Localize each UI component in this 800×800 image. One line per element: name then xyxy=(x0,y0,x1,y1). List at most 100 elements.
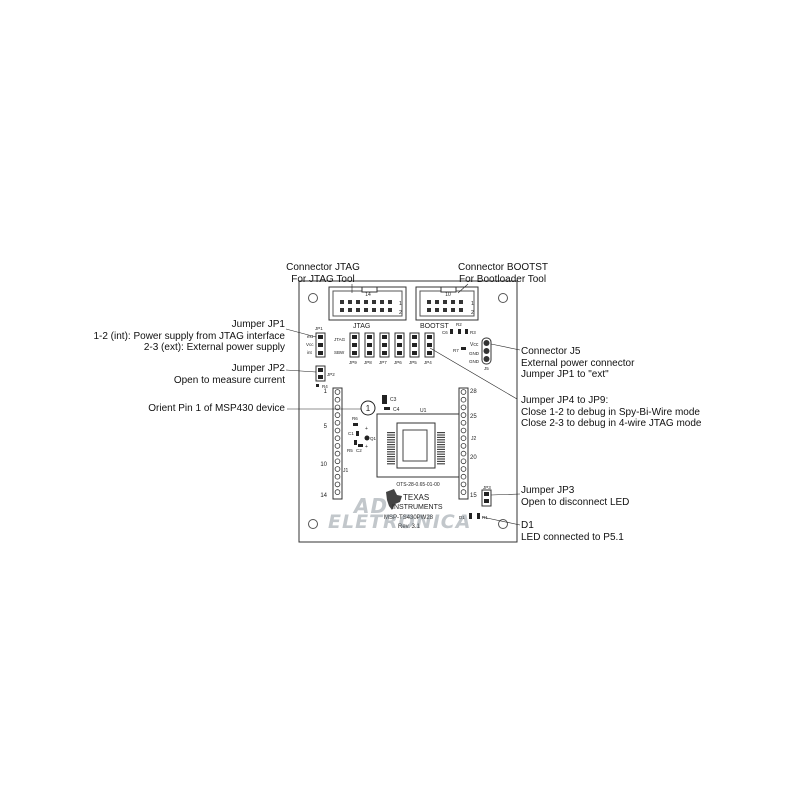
pin-pad xyxy=(460,389,467,395)
header-pin xyxy=(356,308,360,312)
svg-text:10: 10 xyxy=(320,462,327,468)
socket-pin xyxy=(387,463,395,465)
header-pin xyxy=(443,300,447,304)
pin-pad xyxy=(460,458,467,465)
socket-pin xyxy=(387,434,395,436)
header-pin xyxy=(451,308,455,312)
header-bootst-label: BOOTST xyxy=(420,323,450,330)
svg-text:R5: R5 xyxy=(347,448,353,453)
socket-pin xyxy=(387,439,395,441)
jumper-pin xyxy=(382,335,387,339)
header-pin xyxy=(348,308,352,312)
svg-text:+: + xyxy=(365,426,368,432)
svg-text:JTAG: JTAG xyxy=(334,337,346,342)
bootst-pin-2: 2 xyxy=(471,310,474,316)
pin-pad xyxy=(334,396,341,403)
pin-pad xyxy=(460,450,467,457)
svg-text:1: 1 xyxy=(324,389,328,395)
callout-jumper-jp3: Jumper JP3 Open to disconnect LED xyxy=(521,485,630,508)
socket-pin xyxy=(437,448,445,450)
pin-pad xyxy=(460,419,467,426)
header-pin xyxy=(427,300,431,304)
socket-pin xyxy=(437,444,445,446)
header-pin xyxy=(380,300,384,304)
header-pin xyxy=(451,300,455,304)
svg-text:1: 1 xyxy=(366,404,371,413)
header-pin xyxy=(459,308,463,312)
callout-jumper-jp4-jp9: Jumper JP4 to JP9: Close 1-2 to debug in… xyxy=(521,395,702,429)
svg-text:Vcc: Vcc xyxy=(470,342,479,348)
header-pin xyxy=(427,308,431,312)
d1-led xyxy=(469,513,472,519)
svg-text:OTS-28-0.65-01-00: OTS-28-0.65-01-00 xyxy=(396,482,440,488)
bootst-pin-1: 1 xyxy=(471,301,474,307)
jumper-pin xyxy=(397,343,402,347)
header-pin xyxy=(388,300,392,304)
header-pin xyxy=(348,300,352,304)
header-pin xyxy=(459,300,463,304)
header-pin xyxy=(372,308,376,312)
leader-lines xyxy=(285,283,521,526)
jumper-block xyxy=(409,332,420,358)
svg-text:R6: R6 xyxy=(352,416,358,421)
pin-pad xyxy=(460,473,467,480)
svg-text:int: int xyxy=(307,350,313,355)
board-rev: Rev. 3.1 xyxy=(398,524,421,530)
jumper-label: JP5 xyxy=(409,360,417,365)
callout-jumper-jp2: Jumper JP2 Open to measure current xyxy=(173,363,285,386)
svg-text:28: 28 xyxy=(470,389,477,395)
jumper-label: JP4 xyxy=(424,360,432,365)
header-pin xyxy=(380,308,384,312)
mounting-hole xyxy=(308,293,318,303)
callout-connector-j5: Connector J5 External power connector Ju… xyxy=(521,346,635,380)
socket-pin xyxy=(437,439,445,441)
board-name: MSP-TS430PW28 xyxy=(384,515,434,521)
callout-jumper-jp1: Jumper JP1 1-2 (int): Power supply from … xyxy=(93,319,285,353)
c3-capacitor xyxy=(382,395,387,404)
bootst-pin-10: 10 xyxy=(445,292,451,298)
mounting-hole xyxy=(498,293,508,303)
pin-pad xyxy=(460,412,467,418)
svg-text:R4: R4 xyxy=(322,384,328,389)
jumper-pin xyxy=(412,335,417,339)
socket-pin xyxy=(437,451,445,453)
socket-pin xyxy=(387,458,395,460)
header-jtag-label: JTAG xyxy=(353,323,370,330)
socket-pin xyxy=(437,453,445,455)
svg-text:15: 15 xyxy=(470,493,477,499)
svg-text:C3: C3 xyxy=(390,397,397,403)
jumper-block xyxy=(379,332,390,358)
svg-text:C2: C2 xyxy=(356,448,362,453)
header-pin xyxy=(364,300,368,304)
svg-text:C1: C1 xyxy=(348,431,354,436)
svg-text:JP1: JP1 xyxy=(315,326,323,331)
socket-pin xyxy=(437,446,445,448)
pin-pad xyxy=(334,489,341,495)
socket-pin xyxy=(387,446,395,448)
callout-connector-bootst: Connector BOOTST For Bootloader Tool xyxy=(458,262,549,285)
socket-pin xyxy=(387,453,395,455)
svg-text:ext: ext xyxy=(307,334,314,339)
header-pin xyxy=(340,308,344,312)
jumper-pin xyxy=(412,343,417,347)
jumper-label: JP8 xyxy=(364,360,372,365)
ti-logo-icon xyxy=(386,489,402,510)
svg-text:+: + xyxy=(365,444,368,450)
svg-text:C4: C4 xyxy=(393,407,400,413)
watermark-top: AD xyxy=(354,494,389,518)
svg-text:Vcc: Vcc xyxy=(306,342,314,347)
svg-text:INSTRUMENTS: INSTRUMENTS xyxy=(392,504,443,511)
j5-connector: Vcc GND GND J5 xyxy=(469,337,492,371)
label-d1: D1 xyxy=(459,515,465,520)
jumper-pin xyxy=(352,351,357,355)
pin-pad xyxy=(334,412,341,418)
svg-text:J5: J5 xyxy=(484,366,489,371)
header-pin xyxy=(388,308,392,312)
jumper-pin xyxy=(427,335,432,339)
jumper-label: JP9 xyxy=(349,360,357,365)
jtag-pin-14: 14 xyxy=(365,292,371,298)
pin-pad xyxy=(334,404,341,411)
jumper-pin xyxy=(427,351,432,355)
pin-pad xyxy=(334,481,341,488)
